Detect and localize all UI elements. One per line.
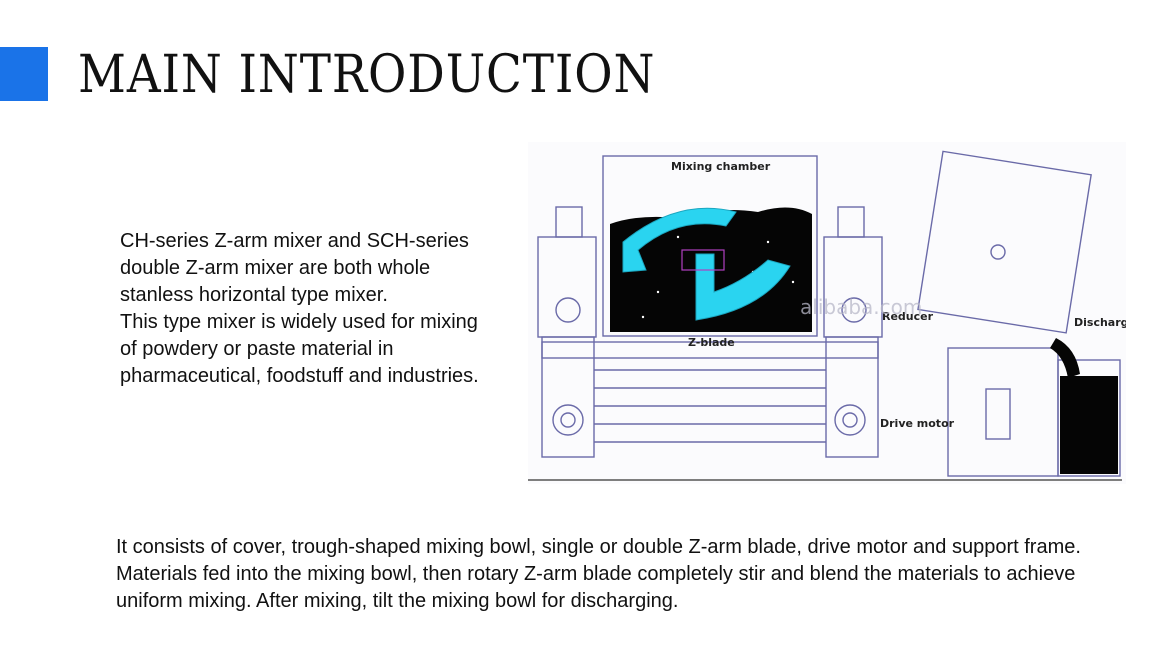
label-mixing-chamber: Mixing chamber (671, 160, 771, 173)
label-discharge: Discharge (1074, 316, 1126, 329)
label-drive-motor: Drive motor (880, 417, 955, 430)
mixer-diagram-svg: Mixing chamber Reducer Discharge Z-blade… (528, 142, 1126, 484)
label-z-blade: Z-blade (688, 336, 735, 349)
page-title: MAIN INTRODUCTION (78, 45, 656, 105)
intro-paragraph-2: This type mixer is widely used for mixin… (120, 311, 479, 387)
watermark: alibaba.com (800, 295, 922, 319)
mixer-diagram: Mixing chamber Reducer Discharge Z-blade… (528, 142, 1126, 484)
description-text: It consists of cover, trough-shaped mixi… (116, 536, 1081, 612)
accent-square (0, 47, 48, 101)
intro-paragraph-1: CH-series Z-arm mixer and SCH-series dou… (120, 230, 469, 306)
label-reducer: Reducer (882, 310, 934, 323)
intro-text: CH-series Z-arm mixer and SCH-series dou… (120, 228, 480, 390)
